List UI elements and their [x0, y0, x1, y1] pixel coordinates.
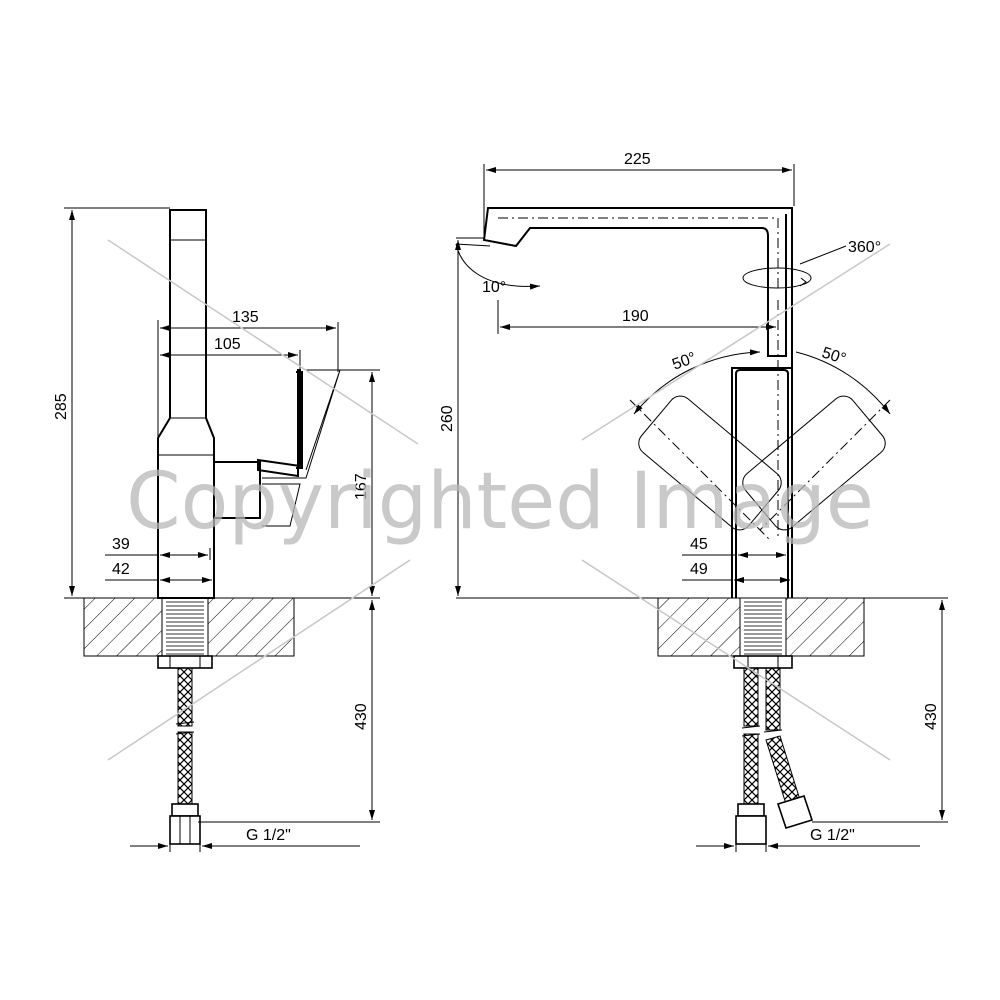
hose-fitting	[171, 803, 199, 817]
side-view: 285 135 105 167 39 42 430 G 1/2"	[53, 207, 380, 852]
dim-front-height-260: 260	[439, 405, 456, 432]
dim-side-lever-167: 167	[353, 473, 370, 500]
rotation-360-indicator	[742, 267, 812, 289]
lever-angle-left: 50°	[670, 349, 699, 373]
watermark-text: Copyrighted Image	[126, 457, 874, 547]
braided-hose-front-left	[743, 667, 759, 727]
dim-side-hose-430: 430	[353, 703, 370, 730]
dim-side-reach-135: 135	[232, 309, 259, 326]
rotation-360: 360°	[848, 239, 881, 256]
faucet-body	[157, 209, 215, 599]
faucet-body-front	[731, 367, 793, 598]
dim-front-reach-190: 190	[622, 308, 649, 325]
thread-side: G 1/2"	[246, 827, 291, 844]
hose-fitting-front	[737, 803, 765, 817]
spout	[482, 207, 793, 368]
mounting-nut-front	[733, 655, 793, 669]
dim-front-width-225: 225	[624, 151, 651, 168]
dim-front-base-49: 49	[690, 561, 708, 578]
watermark: Copyrighted Image	[107, 239, 891, 761]
lever-handle	[257, 369, 301, 478]
braided-hose-front-right	[765, 667, 781, 731]
dim-front-base-45: 45	[690, 536, 708, 553]
tilt-10: 10°	[482, 279, 506, 296]
dim-front-hose-430: 430	[923, 703, 940, 730]
braided-hose	[177, 667, 193, 727]
lever-angle-right: 50°	[820, 344, 848, 368]
lever-swing-positions	[629, 395, 891, 541]
thread-front: G 1/2"	[810, 827, 855, 844]
lever-housing	[213, 461, 261, 519]
dim-side-base-42: 42	[112, 561, 130, 578]
dim-side-base-39: 39	[112, 536, 130, 553]
mounting-nut	[157, 655, 213, 669]
dim-side-height: 285	[53, 393, 70, 420]
dim-side-reach-105: 105	[214, 336, 241, 353]
